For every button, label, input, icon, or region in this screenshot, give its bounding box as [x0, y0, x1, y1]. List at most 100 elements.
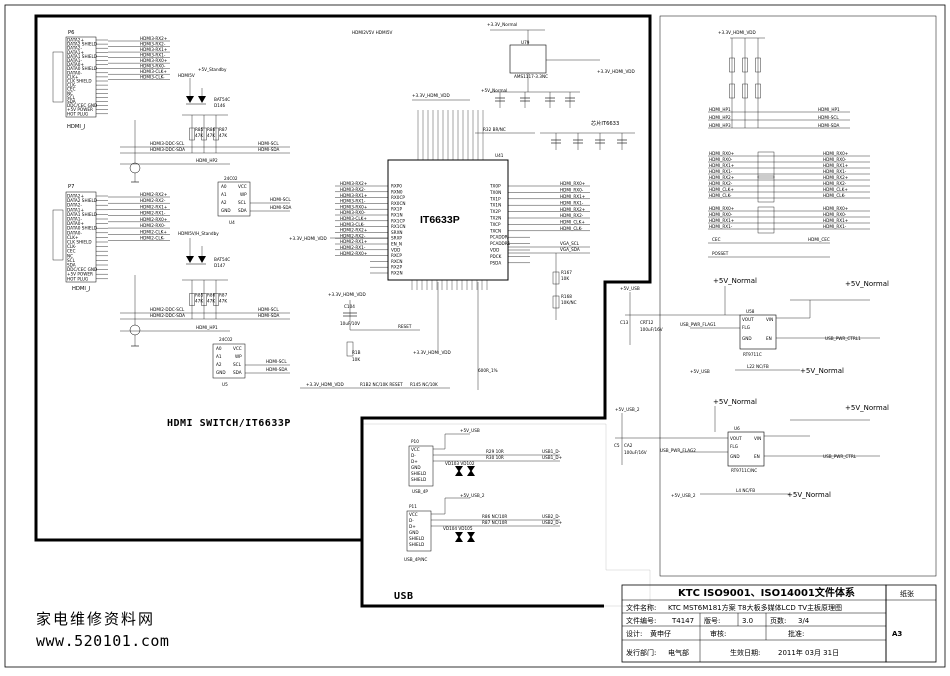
paper-size: A3 [892, 630, 902, 638]
svg-text:+5V_USB: +5V_USB [690, 369, 710, 374]
usb-pin-label: SHIELD [409, 536, 424, 541]
svg-text:AMS1117-3.3NC: AMS1117-3.3NC [514, 74, 548, 79]
chip-pin-label: VDD [490, 248, 499, 253]
svg-text:47K: 47K [195, 299, 203, 304]
svg-text:HDMI_CEC: HDMI_CEC [808, 237, 830, 242]
svg-text:C13: C13 [620, 320, 629, 325]
resistor [755, 83, 761, 99]
hdmi-block-frame [34, 14, 652, 542]
net-label: HDMI2-RX0- [140, 223, 166, 228]
connector-pin-label: DATA0 SHIELD [67, 66, 97, 71]
svg-text:+5V_Normal: +5V_Normal [713, 398, 757, 406]
svg-text:HDMI-SDA: HDMI-SDA [818, 123, 840, 128]
svg-text:U6: U6 [734, 426, 740, 431]
svg-text:GND: GND [742, 336, 752, 341]
svg-text:HDMI_HP1: HDMI_HP1 [709, 107, 731, 112]
output-nets: HDMI_RX0+HDMI_RX0-HDMI_RX1+HDMI_RX1-HDMI… [530, 181, 590, 232]
svg-text:USB_4P: USB_4P [412, 489, 428, 494]
net-label: HDMI2-RX1+ [140, 204, 168, 209]
svg-text:+3.3V_HDMI_VDD: +3.3V_HDMI_VDD [413, 350, 451, 355]
svg-text:HDMI-SDA: HDMI-SDA [270, 205, 292, 210]
output-net-label: HDMI_RX2+ [560, 207, 586, 212]
sheet-border [4, 4, 946, 668]
p7-shell [52, 209, 64, 261]
svg-text:VD103 VD102: VD103 VD102 [445, 461, 475, 466]
transistor-q1 [129, 120, 141, 183]
svg-text:批准:: 批准: [788, 629, 804, 638]
chip-net-label: HDMI3-RX0+ [340, 204, 368, 209]
connector-pin-label: DATA0+ [67, 221, 84, 226]
svg-text:HDMI_RX1-: HDMI_RX1- [823, 169, 847, 174]
svg-text:HDMI_HP2: HDMI_HP2 [709, 115, 731, 120]
svg-text:R145 NC/10K: R145 NC/10K [410, 382, 438, 387]
usb-pin-label: SHIELD [411, 477, 426, 482]
usb-pin-label: D+ [411, 459, 418, 464]
svg-text:CRT12: CRT12 [640, 320, 654, 325]
chip-pin-label: RX0CP [391, 195, 405, 200]
svg-text:+3.3V_Normal: +3.3V_Normal [487, 22, 517, 27]
chip-pin-label: PSDA [490, 260, 501, 265]
svg-text:HDMI_RX0+: HDMI_RX0+ [709, 151, 735, 156]
svg-text:BAT54C: BAT54C [214, 97, 230, 102]
connector-pin-label: CLK+ [67, 235, 79, 240]
svg-text:HDMI_CLK-: HDMI_CLK- [823, 193, 846, 198]
svg-text:R168: R168 [561, 294, 572, 299]
svg-text:10K/NC: 10K/NC [561, 300, 577, 305]
usb-pin-label: VCC [409, 512, 418, 517]
connector-pin-label: CLK SHIELD [67, 240, 92, 245]
chip-pin-label: TX1N [489, 203, 501, 208]
p6-net-lines: HDMI3-RX2+HDMI3-RX2-HDMI3-RX1+HDMI3-RX1-… [108, 36, 170, 80]
svg-text:+3.3V_HDMI_VDD: +3.3V_HDMI_VDD [718, 30, 756, 35]
svg-text:R85: R85 [195, 127, 204, 132]
svg-text:USB_4P/NC: USB_4P/NC [404, 557, 427, 562]
svg-text:P10: P10 [411, 439, 419, 444]
net-label: HDMI2-RX0+ [140, 217, 168, 222]
connector-pin-label: DATA1+ [67, 207, 84, 212]
connector-pin-label: DATA2 SHIELD [67, 42, 97, 47]
svg-text:VIN: VIN [766, 317, 773, 322]
resistor [201, 293, 207, 306]
svg-text:R87 NC/10R: R87 NC/10R [482, 520, 507, 525]
chip-net-label: HDMI2-RX1+ [340, 239, 368, 244]
connector-pin-label: CEC [67, 87, 76, 92]
svg-text:24C02: 24C02 [224, 176, 238, 181]
chip-pin-label: RXP0 [391, 184, 402, 189]
svg-text:HDMI_RX2-: HDMI_RX2- [709, 181, 733, 186]
svg-text:HDMI-SCL: HDMI-SCL [270, 197, 291, 202]
svg-text:HDMI5V: HDMI5V [178, 73, 195, 78]
p6-shell [52, 51, 64, 103]
svg-text:文件编号:: 文件编号: [626, 616, 656, 625]
output-net-label: HDMI_RX1- [560, 200, 584, 205]
svg-text:HDMI_RX1+: HDMI_RX1+ [709, 218, 735, 223]
svg-text:HDMI3-DDC-SDA: HDMI3-DDC-SDA [150, 147, 185, 152]
svg-text:HDMI-SCL: HDMI-SCL [258, 141, 279, 146]
resistor [755, 57, 761, 73]
resistor [729, 83, 735, 99]
svg-text:VOUT: VOUT [742, 317, 754, 322]
svg-text:HDMI_RX1-: HDMI_RX1- [709, 224, 733, 229]
chip-pin-label: TX1P [489, 196, 501, 201]
svg-text:文件名称:: 文件名称: [626, 603, 656, 612]
svg-text:24C02: 24C02 [219, 337, 233, 342]
chip-pin-label: RX1N [391, 213, 403, 218]
svg-text:USB1_D+: USB1_D+ [542, 455, 563, 460]
output-net-label: HDMI_RX2- [560, 213, 584, 218]
p6-ref: P6 [68, 30, 74, 36]
svg-text:HDMI2-DDC-SCL: HDMI2-DDC-SCL [150, 307, 185, 312]
svg-text:VGA_SCL: VGA_SCL [560, 241, 580, 246]
resistor [742, 57, 748, 73]
svg-text:A2: A2 [221, 200, 227, 205]
usb-pin-label: SHIELD [409, 542, 424, 547]
svg-text:HDMI-SDA: HDMI-SDA [266, 367, 288, 372]
svg-text:VCC: VCC [233, 346, 242, 351]
net-label: HDMI2-CLK- [140, 235, 165, 240]
p7-body [65, 191, 97, 283]
connector-pin-label: DATA0- [67, 230, 82, 235]
svg-text:HDMI_RX0-: HDMI_RX0- [709, 157, 733, 162]
svg-text:U58: U58 [746, 309, 755, 314]
svg-text:U41: U41 [495, 153, 504, 158]
title-block: KTC ISO9001、ISO14001文件体系 纸张 文件名称: KTC MS… [621, 584, 937, 663]
